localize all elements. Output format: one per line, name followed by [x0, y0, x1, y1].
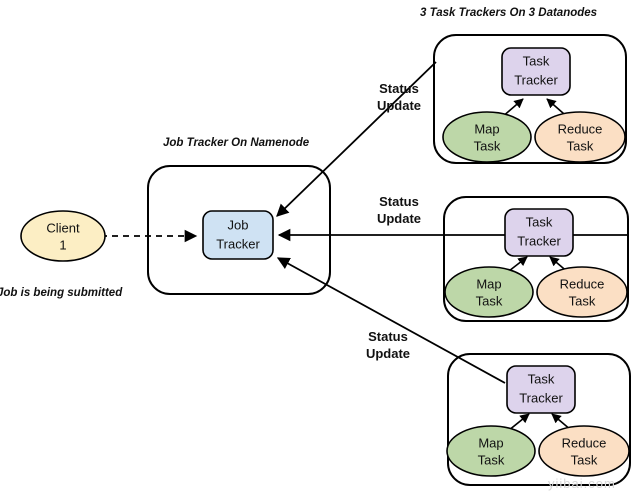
client-label-line2: 1 — [59, 237, 66, 252]
status-update-label-1-line2: Update — [377, 98, 421, 113]
client-label-line1: Client — [46, 220, 80, 235]
map-task-label-1-line1: Map — [474, 121, 499, 136]
watermark: yiibai.com — [548, 476, 616, 491]
map-task-label-2-line2: Task — [476, 293, 503, 308]
task-tracker-node-1[interactable] — [501, 47, 571, 96]
task-tracker-node-3[interactable] — [506, 365, 576, 414]
map-task-label-3-line1: Map — [478, 435, 503, 450]
edge-status-update-3 — [276, 257, 506, 384]
map-task-node-3[interactable] — [446, 425, 536, 477]
map-task-label-1-line2: Task — [474, 138, 501, 153]
task-tracker-label-2-line2: Tracker — [517, 233, 561, 248]
map-task-label-3-line2: Task — [478, 452, 505, 467]
status-update-label-3-line1: Status — [368, 329, 408, 344]
title-datanodes: 3 Task Trackers On 3 Datanodes — [420, 7, 597, 19]
title-namenode: Job Tracker On Namenode — [163, 137, 310, 149]
reduce-task-label-2-line2: Task — [569, 293, 596, 308]
reduce-task-label-3-line2: Task — [571, 452, 598, 467]
task-tracker-label-2-line1: Task — [526, 214, 553, 229]
status-update-label-3-line2: Update — [366, 346, 410, 361]
reduce-task-node-2[interactable] — [536, 266, 628, 318]
task-tracker-label-1-line1: Task — [523, 53, 550, 68]
status-update-label-1-line1: Status — [379, 81, 419, 96]
reduce-task-label-1-line2: Task — [567, 138, 594, 153]
status-update-label-2-line1: Status — [379, 194, 419, 209]
reduce-task-label-2-line1: Reduce — [560, 276, 605, 291]
reduce-task-label-1-line1: Reduce — [558, 121, 603, 136]
job-tracker-node[interactable] — [202, 210, 274, 260]
status-update-label-2-line2: Update — [377, 211, 421, 226]
edge-status-update-1 — [276, 61, 437, 217]
client-node[interactable] — [20, 210, 106, 262]
caption-job-submitted: Job is being submitted — [0, 287, 123, 299]
map-task-label-2-line1: Map — [476, 276, 501, 291]
job-tracker-label-line1: Job — [228, 217, 249, 232]
job-tracker-label-line2: Tracker — [216, 236, 260, 251]
task-tracker-label-3-line1: Task — [528, 371, 555, 386]
reduce-task-node-3[interactable] — [538, 425, 630, 477]
task-tracker-label-1-line2: Tracker — [514, 72, 558, 87]
task-tracker-label-3-line2: Tracker — [519, 390, 563, 405]
map-task-node-2[interactable] — [444, 266, 534, 318]
map-task-node-1[interactable] — [442, 111, 532, 163]
reduce-task-node-1[interactable] — [534, 111, 626, 163]
task-tracker-node-2[interactable] — [504, 208, 574, 257]
reduce-task-label-3-line1: Reduce — [562, 435, 607, 450]
